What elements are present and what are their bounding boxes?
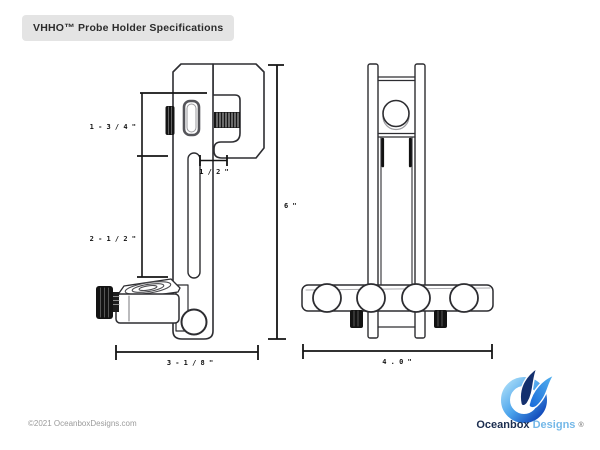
grip-thumb-knob-ridges — [100, 287, 109, 318]
rail-right — [414, 63, 426, 339]
logo-flame-dark — [519, 366, 539, 407]
clamp-thumb-knob — [165, 106, 175, 135]
bar-hole — [180, 308, 208, 336]
dim-label-overall-height: 6 " — [284, 202, 297, 210]
front-view-dimensions — [302, 344, 493, 359]
top-member-edges — [377, 76, 416, 82]
page-title: VHHO™ Probe Holder Specifications — [22, 15, 235, 41]
clamp-body — [212, 63, 265, 159]
inner-channel — [380, 136, 413, 286]
crossbar — [301, 284, 494, 312]
copyright-text: ©2021 OceanboxDesigns.com — [28, 419, 137, 428]
front-thumb-knob-right-ridges — [437, 310, 443, 327]
brand-name-secondary: Designs — [532, 419, 576, 431]
registered-mark: ® — [578, 422, 584, 429]
dim-label-side-width: 3 - 1 / 8 " — [167, 359, 213, 367]
front-screw-head — [382, 99, 410, 128]
inner-channel-thick-edges — [381, 137, 412, 168]
grip-collar-ridges — [111, 296, 120, 305]
clamp-thumb-knob-ridges — [168, 106, 172, 135]
upper-slot — [182, 99, 201, 137]
dim-label-body-height: 2 - 1 / 2 " — [90, 235, 136, 243]
probe-hole — [312, 283, 342, 313]
rail-left — [367, 63, 379, 339]
clamp-screw-thread — [214, 112, 240, 128]
front-thumb-knob-left-ridges — [353, 310, 359, 327]
front-view-drawing — [301, 63, 494, 339]
grip-coil — [124, 281, 172, 295]
dim-label-clamp-height: 1 - 3 / 4 " — [90, 123, 136, 131]
grip-front-face — [115, 293, 180, 324]
logo-flame-light — [528, 373, 556, 409]
probe-hole — [401, 283, 431, 313]
front-thumb-knob-left — [350, 310, 363, 328]
upper-slot-inner — [186, 103, 197, 133]
side-view-dimensions — [115, 64, 286, 360]
front-thumb-knob-right — [434, 310, 447, 328]
side-view-drawing — [96, 63, 265, 340]
brand-wordmark: Oceanbox Designs ® — [455, 419, 600, 431]
dim-label-clamp-gap: 1 / 2 " — [199, 168, 229, 176]
probe-hole — [356, 283, 386, 313]
thread-ridges — [216, 112, 239, 128]
oceanbox-logo-mark — [501, 366, 556, 423]
brand-name-primary: Oceanbox — [476, 419, 530, 431]
grip-collar — [112, 292, 119, 312]
dim-label-front-width: 4 . 0 " — [382, 358, 412, 366]
probe-hole — [449, 283, 479, 313]
adjustment-slot — [187, 152, 201, 279]
